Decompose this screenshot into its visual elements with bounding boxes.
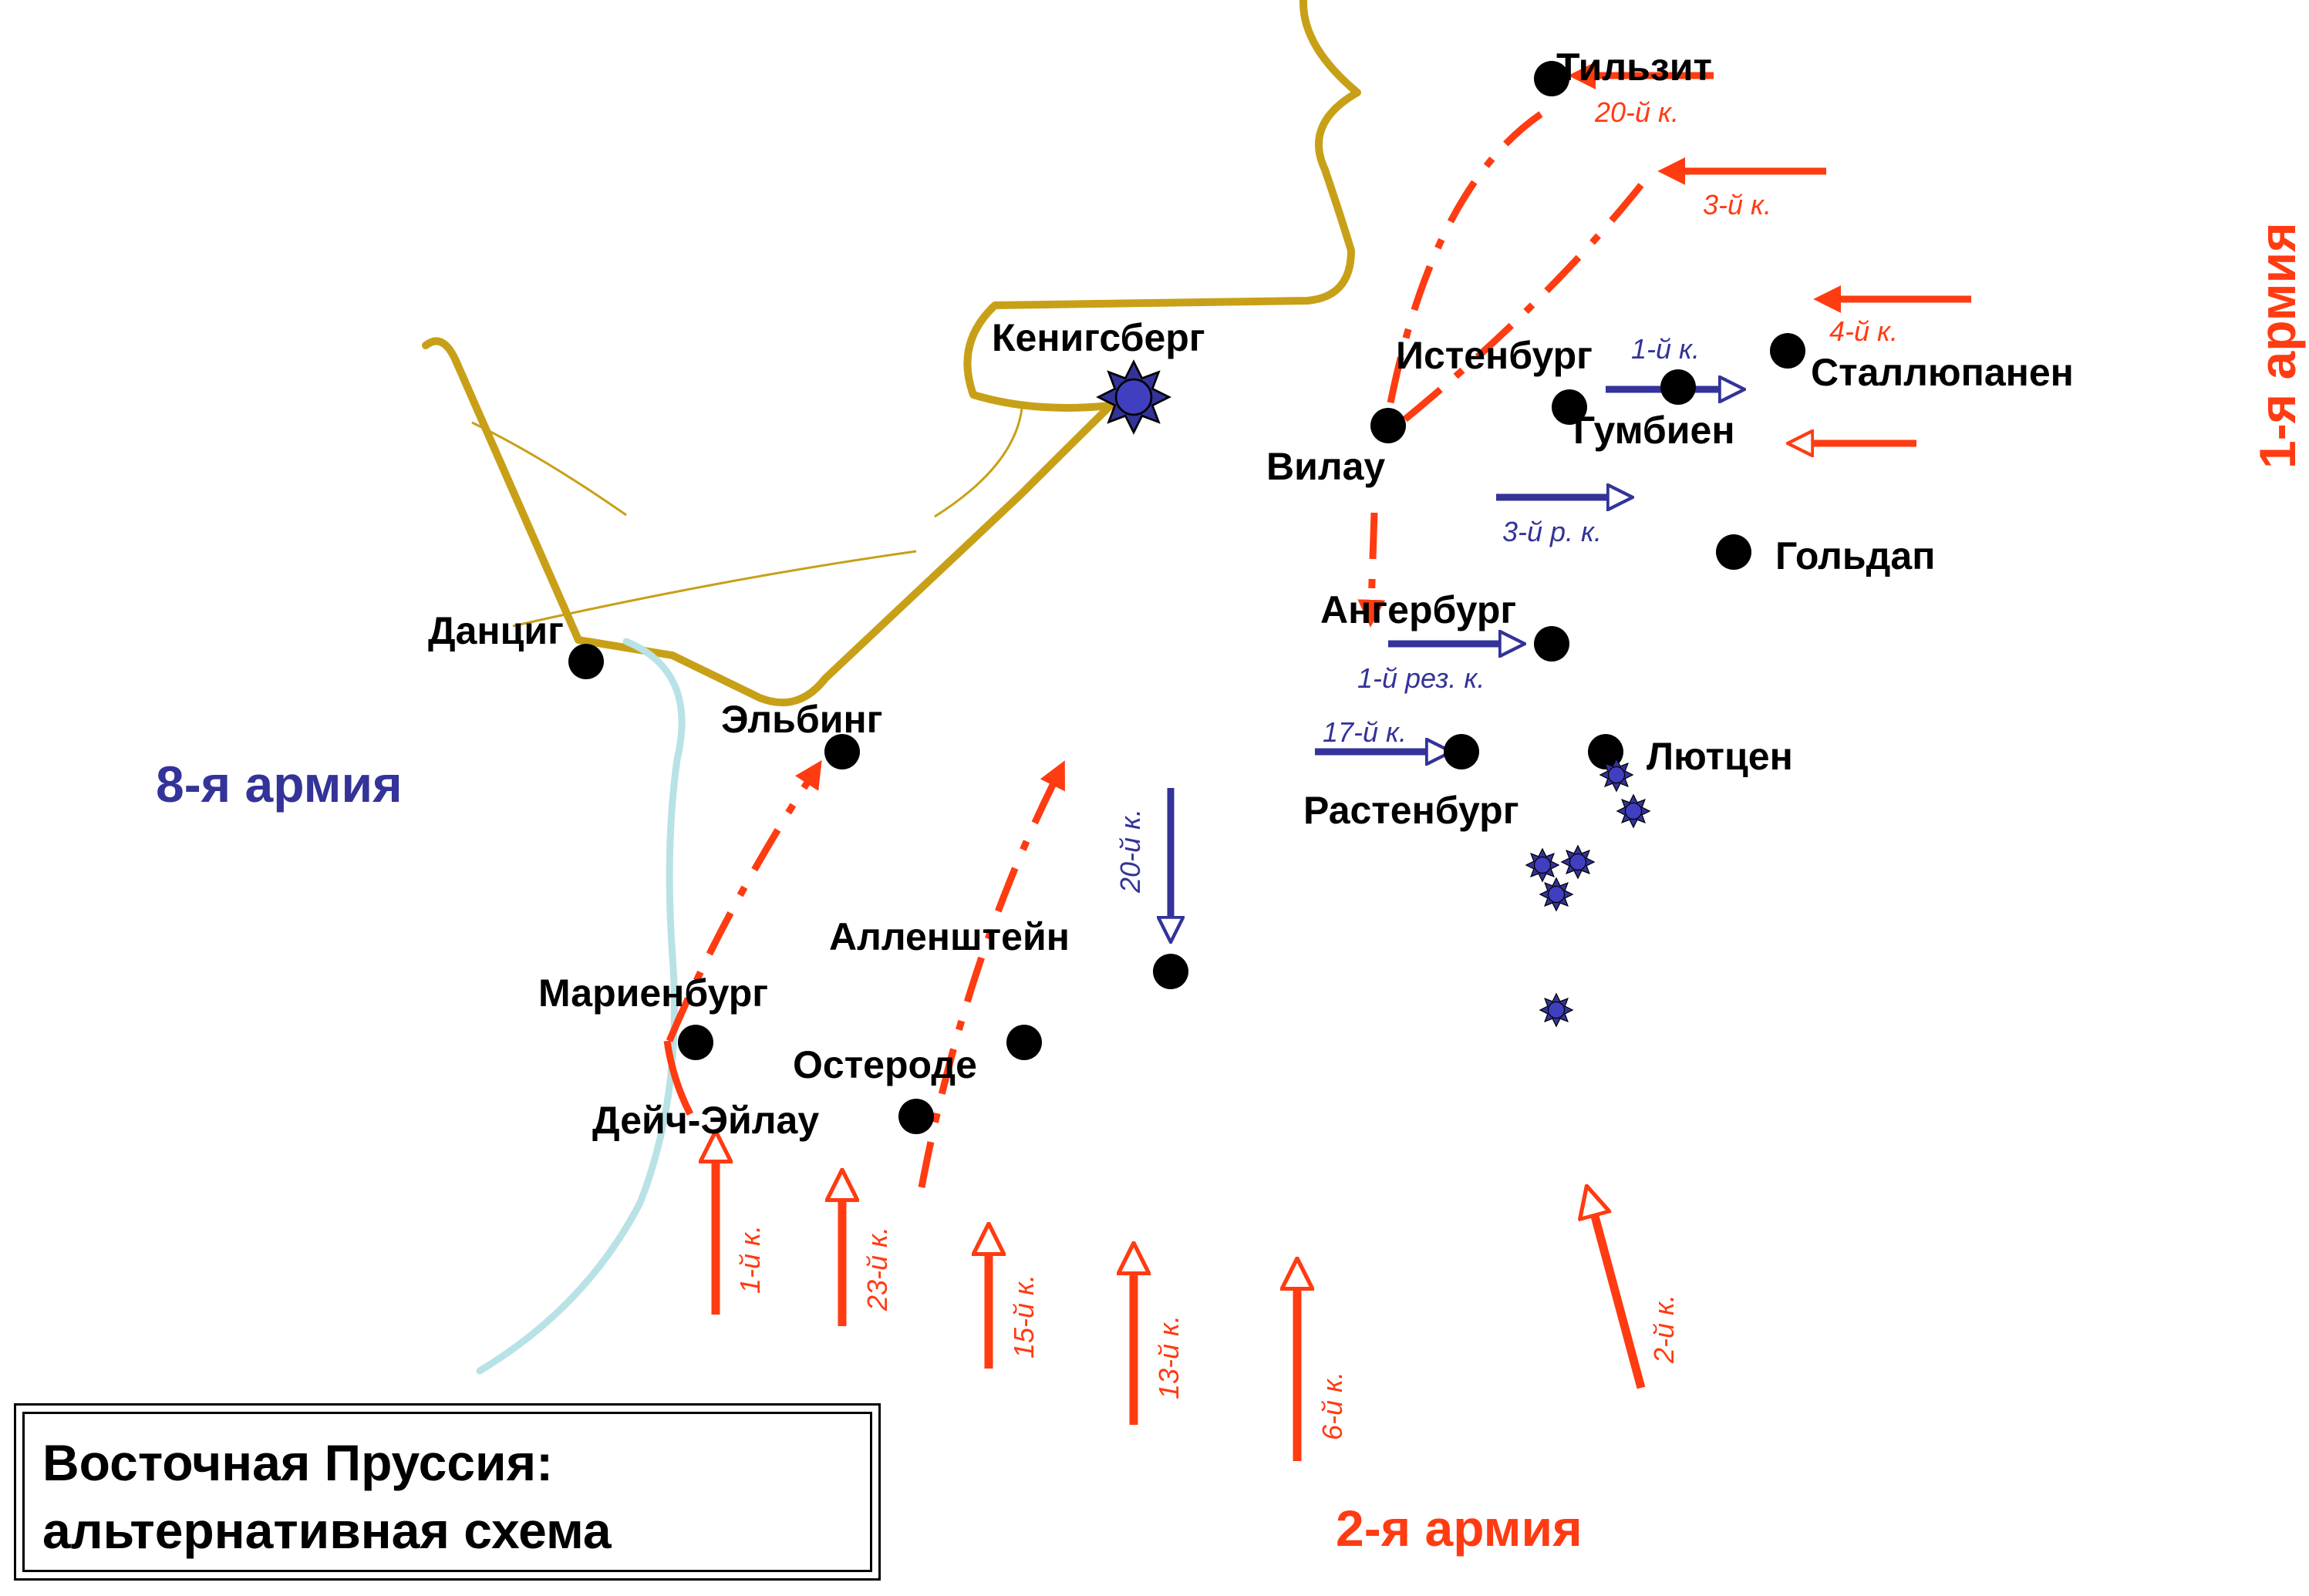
russian-corps-label-15: 15-й к. [1008, 1274, 1040, 1359]
russian-corps-label-20: 20-й к. [1594, 96, 1679, 128]
city-dot-gumbien [1552, 389, 1587, 425]
city-label-istenburg: Истенбург [1396, 334, 1593, 377]
city-label-lyutsen: Лютцен [1647, 735, 1793, 778]
battle-marker-icon [1561, 845, 1595, 879]
battle-marker-icon [1599, 758, 1633, 792]
city-dot-stallupanen [1770, 333, 1805, 369]
city-dot-elbing [824, 734, 860, 769]
city-dot-danzig [568, 644, 604, 679]
map-title-line-1: Восточная Пруссия: [42, 1434, 554, 1491]
russian-corps-label-1: 1-й к. [734, 1225, 766, 1294]
german-corps-label-17: 17-й к. [1323, 716, 1407, 748]
city-label-vilau: Вилау [1266, 445, 1385, 488]
battle-marker-icon [1539, 877, 1573, 911]
russian-arrow-2 [1593, 1210, 1646, 1389]
konigsberg-fortress-icon [1097, 360, 1171, 434]
city-label-goldap: Гольдап [1775, 534, 1935, 577]
german-corps-label-1: 1-й к. [1631, 333, 1700, 365]
lagoon-line [471, 421, 627, 517]
city-dot-angerburg [1534, 626, 1569, 662]
city-dot-istenburg [1660, 369, 1696, 405]
river [476, 638, 686, 1375]
city-label-marienburg: Мариенбург [538, 971, 768, 1015]
city-dot-tilsit [1534, 61, 1569, 96]
german-corps-label-20: 20-й к. [1114, 809, 1146, 894]
lagoon-line [512, 550, 917, 628]
russian-advance-path [918, 760, 1065, 1188]
battle-marker-icon [1525, 848, 1559, 882]
city-label-gumbien: Гумбиен [1573, 409, 1735, 452]
russian-corps-label-6: 6-й к. [1316, 1372, 1348, 1440]
russian-corps-label-2: 2-й к. [1648, 1295, 1680, 1364]
city-dot-allenstein [1153, 954, 1188, 989]
coastline [422, 0, 1361, 707]
army-label-eighth: 8-я армия [156, 756, 403, 813]
army-label-second: 2-я армия [1336, 1500, 1583, 1557]
german-corps-label-1res: 1-й рез. к. [1357, 662, 1485, 694]
map-title-frame [22, 1412, 872, 1572]
army-label-first: 1-я армия [2249, 222, 2306, 469]
russian-corps-label-13: 13-й к. [1153, 1315, 1185, 1399]
city-label-rastenburg: Растенбург [1303, 789, 1519, 832]
russian-advance-path [666, 759, 822, 1042]
city-dot-goldap [1716, 534, 1751, 570]
city-label-elbing: Эльбинг [721, 698, 882, 741]
city-label-tilsit: Тильзит [1556, 45, 1712, 89]
city-dot-marienburg [678, 1025, 713, 1060]
lagoon-line [934, 408, 1023, 518]
city-dot-osterode [1006, 1025, 1042, 1060]
russian-advance-path [1357, 512, 1386, 628]
russian-corps-label-4: 4-й к. [1829, 315, 1898, 347]
city-label-deutsch-eylau: Дейч-Эйлау [592, 1099, 819, 1142]
map-title-line-2: альтернативная схема [42, 1502, 612, 1559]
city-label-stallupanen: Сталлюпанен [1811, 351, 2074, 394]
map-title-box: Восточная Пруссия: альтернативная схема [14, 1403, 881, 1581]
russian-corps-label-23: 23-й к. [861, 1227, 893, 1311]
city-label-osterode: Остероде [793, 1043, 977, 1086]
city-label-danzig: Данциг [428, 609, 564, 652]
russian-advance-path [663, 1040, 694, 1116]
city-dot-lyutsen [1588, 734, 1623, 769]
russian-advance-path [1387, 183, 1644, 435]
city-dot-deutsch-eylau [898, 1099, 934, 1134]
city-label-konigsberg: Кенигсберг [992, 316, 1205, 359]
city-label-allenstein: Алленштейн [829, 915, 1070, 958]
city-dot-rastenburg [1444, 734, 1479, 769]
battle-marker-icon [1539, 993, 1573, 1027]
city-label-angerburg: Ангербург [1320, 588, 1516, 631]
german-corps-label-3r: 3-й р. к. [1502, 516, 1602, 547]
russian-advance-path [1381, 111, 1543, 433]
city-dot-vilau [1370, 408, 1406, 443]
battle-marker-icon [1616, 794, 1650, 828]
russian-corps-label-3: 3-й к. [1703, 189, 1771, 221]
